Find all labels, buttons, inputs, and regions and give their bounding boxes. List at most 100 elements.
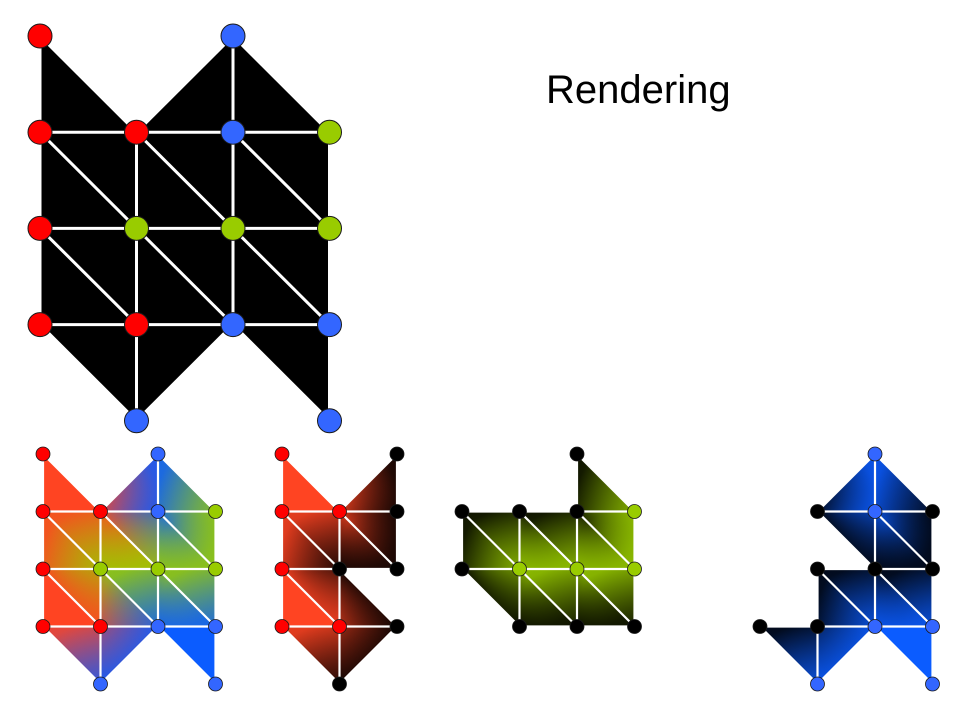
- mesh-edge: [135, 34, 235, 134]
- mesh-edge: [759, 625, 819, 685]
- mesh-edge: [281, 568, 341, 628]
- mesh-vertex-black: [569, 504, 585, 519]
- mesh-vertex-black: [389, 561, 405, 577]
- mesh-edge: [135, 131, 235, 230]
- mesh-vertex-black: [810, 619, 825, 634]
- green-channel-panel: [454, 446, 642, 634]
- mesh-vertex-red: [27, 215, 53, 241]
- mesh-edge: [576, 453, 636, 513]
- mesh-edge: [576, 510, 636, 570]
- mesh-vertex-black: [454, 561, 470, 577]
- mesh-vertex-blue: [925, 676, 940, 692]
- mesh-vertex-black: [389, 619, 405, 634]
- mesh-vertex-green: [569, 561, 585, 577]
- mesh-edge: [461, 568, 521, 628]
- mesh-vertex-black: [925, 504, 940, 519]
- mesh-vertex-blue: [124, 408, 149, 434]
- mesh-vertex-green: [512, 561, 527, 577]
- mesh-vertex-black: [332, 676, 347, 692]
- mesh-vertex-green: [317, 215, 342, 241]
- mesh-vertex-green: [124, 215, 149, 241]
- mesh-vertex-red: [332, 504, 347, 519]
- mesh-edge: [42, 510, 102, 570]
- mesh-vertex-blue: [867, 446, 883, 462]
- mesh-edge: [157, 625, 217, 685]
- mesh-edge: [338, 568, 398, 628]
- mesh-vertex-red: [27, 312, 53, 338]
- mesh-vertex-black: [810, 561, 825, 577]
- mesh-vertex-black: [389, 504, 405, 519]
- mesh-edge: [281, 510, 341, 570]
- mesh-vertex-blue: [317, 408, 342, 434]
- mesh-edge: [157, 510, 217, 570]
- mesh-edge: [99, 453, 159, 513]
- mesh-edge: [576, 568, 636, 628]
- mesh-vertex-black: [810, 504, 825, 519]
- mesh-edge: [38, 131, 138, 230]
- mesh-vertex-blue: [220, 312, 246, 338]
- mesh-vertex-red: [93, 504, 108, 519]
- rendering-panels: [35, 446, 940, 692]
- combined-panel: [35, 446, 223, 692]
- red-channel-panel: [274, 446, 405, 692]
- mesh-vertex-black: [332, 561, 347, 577]
- mesh-vertex-green: [627, 561, 642, 577]
- mesh-edge: [338, 625, 398, 685]
- mesh-edge: [231, 227, 331, 326]
- mesh-vertex-red: [124, 312, 149, 338]
- mesh-edge: [99, 510, 159, 570]
- mesh-vertex-green: [627, 504, 642, 519]
- mesh-vertex-green: [93, 561, 108, 577]
- mesh-topology: [27, 23, 342, 434]
- mesh-edge: [42, 568, 102, 628]
- mesh-vertex-green: [208, 561, 223, 577]
- mesh-edge: [42, 453, 102, 513]
- mesh-edge: [157, 453, 217, 513]
- mesh-edge: [874, 453, 934, 513]
- mesh-edge: [816, 453, 876, 513]
- mesh-vertex-red: [274, 504, 290, 519]
- mesh-edge: [135, 323, 235, 422]
- mesh-edge: [874, 625, 934, 685]
- mesh-edge: [38, 323, 138, 422]
- mesh-vertex-green: [150, 561, 166, 577]
- mesh-vertex-blue: [150, 446, 166, 462]
- mesh-edge: [99, 568, 159, 628]
- mesh-vertex-blue: [150, 619, 166, 634]
- mesh-edge: [816, 510, 876, 570]
- mesh-vertex-black: [569, 446, 585, 462]
- mesh-vertex-red: [27, 23, 53, 49]
- mesh-vertex-black: [569, 619, 585, 634]
- mesh-vertex-red: [35, 446, 51, 462]
- mesh-vertex-blue: [867, 504, 883, 519]
- mesh-vertex-blue: [93, 676, 108, 692]
- mesh-vertex-black: [752, 619, 768, 634]
- mesh-edge: [816, 568, 876, 628]
- mesh-edge: [874, 510, 934, 570]
- mesh-vertex-red: [35, 504, 51, 519]
- mesh-vertex-green: [208, 504, 223, 519]
- mesh-edge: [281, 625, 341, 685]
- mesh-vertex-blue: [220, 119, 246, 145]
- mesh-edge: [42, 625, 102, 685]
- mesh-vertex-black: [512, 619, 527, 634]
- mesh-edge: [157, 568, 217, 628]
- mesh-vertex-blue: [317, 312, 342, 338]
- slide-title: Rendering: [546, 68, 731, 112]
- mesh-vertex-blue: [925, 619, 940, 634]
- mesh-edge: [338, 510, 398, 570]
- mesh-edge: [231, 131, 331, 230]
- mesh-vertex-blue: [810, 676, 825, 692]
- mesh-vertex-blue: [150, 504, 166, 519]
- mesh-edge: [38, 227, 138, 326]
- mesh-vertex-black: [512, 504, 527, 519]
- mesh-edge: [518, 568, 578, 628]
- mesh-vertex-red: [274, 561, 290, 577]
- mesh-vertex-blue: [220, 23, 246, 49]
- mesh-edge: [816, 625, 876, 685]
- mesh-vertex-blue: [867, 619, 883, 634]
- mesh-edge: [135, 227, 235, 326]
- mesh-vertex-green: [220, 215, 246, 241]
- mesh-vertex-black: [925, 561, 940, 577]
